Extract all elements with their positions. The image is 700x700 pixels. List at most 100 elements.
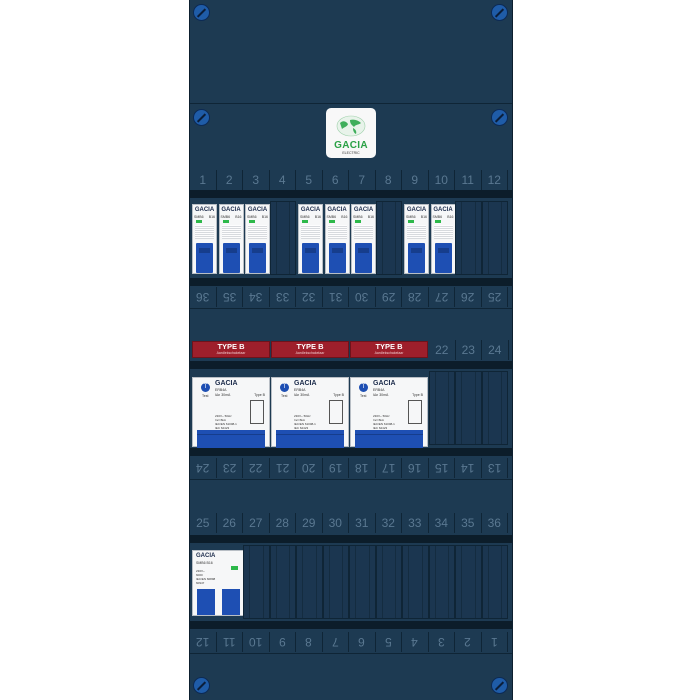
distribution-board: GACIA ELECTRIC 1 2 3 4 5 6 7 8 9 10 11 1… <box>189 0 513 700</box>
slot-number: 4 <box>270 170 296 190</box>
rcd-sensitivity: IΔn 30mA <box>215 393 231 397</box>
rcd-toggle[interactable] <box>276 430 344 448</box>
breaker-toggle[interactable] <box>249 243 266 273</box>
breaker-toggle[interactable] <box>302 243 319 273</box>
breaker-rating: B16 <box>261 215 268 219</box>
slot-number: 11 <box>455 170 482 190</box>
breaker-toggle[interactable] <box>408 243 425 273</box>
blank-cover <box>269 545 296 619</box>
blank-cover <box>455 201 482 275</box>
rcd-brand: GACIA <box>215 380 238 387</box>
slot-number: 32 <box>376 513 402 533</box>
globe-icon <box>336 115 366 137</box>
slot-number: 14 <box>461 461 475 475</box>
breaker-brand: GACIA <box>247 207 268 213</box>
breaker-toggle[interactable] <box>196 243 213 273</box>
slot-number: 6 <box>323 170 349 190</box>
wiring-diagram-icon <box>329 400 343 424</box>
breaker-brand: GACIA <box>433 207 453 213</box>
breaker-toggle[interactable] <box>434 243 452 273</box>
slot-number: 7 <box>331 635 339 649</box>
screw-icon <box>193 109 210 126</box>
blank-cover <box>243 545 270 619</box>
blank-cover <box>296 545 323 619</box>
logo-text: GACIA <box>334 140 368 151</box>
row1-number-strip: 1 2 3 4 5 6 7 8 9 10 11 12 <box>190 170 508 190</box>
breaker-model: SMB6 <box>194 215 204 219</box>
rcd-toggle[interactable] <box>197 430 265 448</box>
blank-cover <box>428 371 455 445</box>
slot-number: 24 <box>196 461 210 475</box>
breaker-model: SMB6 <box>300 215 310 219</box>
rcd-brand: GACIA <box>373 380 396 387</box>
rcd-sensitivity: IΔn 30mA <box>373 393 389 397</box>
slot-number: 6 <box>358 635 366 649</box>
wiring-diagram-icon <box>408 400 422 424</box>
slot-number: 27 <box>434 290 448 304</box>
blank-cover <box>375 201 402 275</box>
rcd-toggle[interactable] <box>355 430 423 448</box>
slot-number: 23 <box>222 461 236 475</box>
test-button[interactable]: T <box>201 383 210 392</box>
row3-number-strip: 22 23 24 <box>429 340 509 360</box>
screw-icon <box>491 677 508 694</box>
slot-number: 18 <box>355 461 369 475</box>
slot-number: 29 <box>381 290 395 304</box>
screw-icon <box>193 677 210 694</box>
breaker-rating: B16 <box>367 215 374 219</box>
breaker-model: SMB6 <box>247 215 257 219</box>
slot-number: 2 <box>464 635 472 649</box>
slot-number: 2 <box>217 170 243 190</box>
slot-number: 1 <box>490 635 498 649</box>
wiring-diagram-icon <box>250 400 264 424</box>
slot-number: 10 <box>429 170 455 190</box>
slot-number: 28 <box>270 513 296 533</box>
circuit-breaker[interactable]: GACIA SMB6 B16 <box>245 204 270 274</box>
breaker-brand: GACIA <box>194 207 215 213</box>
slot-number: 10 <box>249 635 263 649</box>
breaker-toggle[interactable] <box>222 243 240 273</box>
slot-number: 13 <box>487 461 501 475</box>
slot-number: 12 <box>196 635 210 649</box>
row2-number-strip: 36 35 34 33 32 31 30 29 28 27 26 25 <box>190 287 508 307</box>
slot-number: 30 <box>355 290 369 304</box>
breaker-toggle[interactable] <box>222 589 240 615</box>
breaker-specs <box>248 225 267 239</box>
rcd-model: ERB4A <box>373 388 385 392</box>
slot-number: 7 <box>349 170 376 190</box>
breaker-brand: GACIA <box>196 553 216 559</box>
slot-number: 26 <box>461 290 475 304</box>
screw-icon <box>491 4 508 21</box>
breaker-toggle[interactable] <box>197 589 215 615</box>
row4-number-strip: 24 23 22 21 20 19 18 17 16 15 14 13 <box>190 458 508 478</box>
blank-cover <box>455 371 482 445</box>
blank-cover <box>455 545 482 619</box>
breaker-brand: GACIA <box>221 207 241 213</box>
test-button[interactable]: T <box>280 383 289 392</box>
breaker-toggle[interactable] <box>328 243 346 273</box>
row5-number-strip: 25 26 27 28 29 30 31 32 33 34 35 36 <box>190 513 508 533</box>
rcd-model: ERB4A <box>294 388 306 392</box>
test-button[interactable]: T <box>359 383 368 392</box>
rcd-brand: GACIA <box>294 380 317 387</box>
status-indicator <box>249 220 255 223</box>
breaker-toggle[interactable] <box>355 243 372 273</box>
slot-number: 36 <box>196 290 210 304</box>
slot-number: 9 <box>402 170 429 190</box>
breaker-specs <box>301 225 320 239</box>
test-label: Test <box>202 394 209 398</box>
